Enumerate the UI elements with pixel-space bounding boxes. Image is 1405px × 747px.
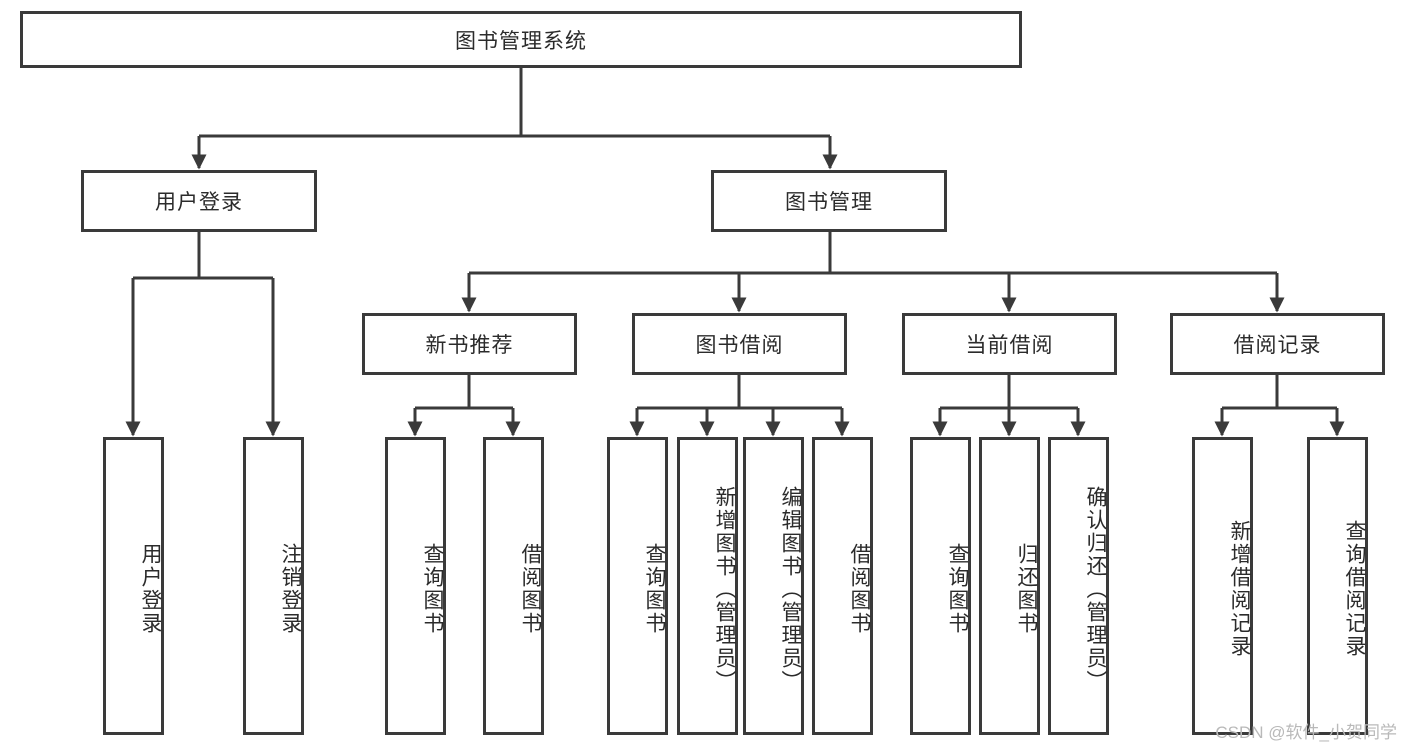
node-leaf-query-record[interactable]: 查询借阅记录 (1307, 437, 1368, 735)
node-root-label: 图书管理系统 (455, 29, 587, 53)
node-leaf-borrow-book-2[interactable]: 借阅图书 (812, 437, 873, 735)
node-leaf-query-book-3-label: 查询图书 (946, 543, 969, 635)
node-leaf-return-book-label: 归还图书 (1015, 543, 1038, 635)
node-leaf-query-book-1-label: 查询图书 (421, 543, 444, 635)
node-leaf-add-book[interactable]: 新增图书（管理员） (677, 437, 738, 735)
node-borrow-record-label: 借阅记录 (1233, 334, 1322, 357)
node-leaf-logout-label: 注销登录 (279, 543, 302, 635)
node-leaf-logout[interactable]: 注销登录 (243, 437, 304, 735)
node-leaf-query-record-label: 查询借阅记录 (1343, 520, 1366, 658)
node-new-book-rec[interactable]: 新书推荐 (362, 313, 577, 375)
node-leaf-confirm-return-label: 确认归还（管理员） (1084, 485, 1107, 693)
node-user-login-label: 用户登录 (155, 191, 243, 214)
node-leaf-query-book-1[interactable]: 查询图书 (385, 437, 446, 735)
node-user-login[interactable]: 用户登录 (81, 170, 317, 232)
node-current-borrow[interactable]: 当前借阅 (902, 313, 1117, 375)
node-leaf-return-book[interactable]: 归还图书 (979, 437, 1040, 735)
node-book-manage-label: 图书管理 (785, 191, 873, 214)
node-leaf-add-book-label: 新增图书（管理员） (713, 485, 736, 693)
node-leaf-confirm-return[interactable]: 确认归还（管理员） (1048, 437, 1109, 735)
node-book-borrow-label: 图书借阅 (695, 334, 784, 357)
node-leaf-borrow-book-2-label: 借阅图书 (848, 543, 871, 635)
node-new-book-rec-label: 新书推荐 (425, 334, 514, 357)
node-leaf-user-login-label: 用户登录 (139, 543, 162, 635)
node-leaf-query-book-3[interactable]: 查询图书 (910, 437, 971, 735)
node-leaf-add-record[interactable]: 新增借阅记录 (1192, 437, 1253, 735)
node-leaf-borrow-book-1[interactable]: 借阅图书 (483, 437, 544, 735)
node-book-manage[interactable]: 图书管理 (711, 170, 947, 232)
node-root[interactable]: 图书管理系统 (20, 11, 1022, 68)
node-current-borrow-label: 当前借阅 (965, 334, 1054, 357)
node-leaf-query-book-2[interactable]: 查询图书 (607, 437, 668, 735)
node-book-borrow[interactable]: 图书借阅 (632, 313, 847, 375)
node-leaf-add-record-label: 新增借阅记录 (1228, 520, 1251, 658)
node-leaf-user-login[interactable]: 用户登录 (103, 437, 164, 735)
node-borrow-record[interactable]: 借阅记录 (1170, 313, 1385, 375)
node-leaf-query-book-2-label: 查询图书 (643, 543, 666, 635)
node-leaf-borrow-book-1-label: 借阅图书 (519, 543, 542, 635)
node-leaf-edit-book-label: 编辑图书（管理员） (779, 485, 802, 693)
csdn-watermark: CSDN @软件_小贺同学 (1215, 723, 1397, 742)
node-leaf-edit-book[interactable]: 编辑图书（管理员） (743, 437, 804, 735)
